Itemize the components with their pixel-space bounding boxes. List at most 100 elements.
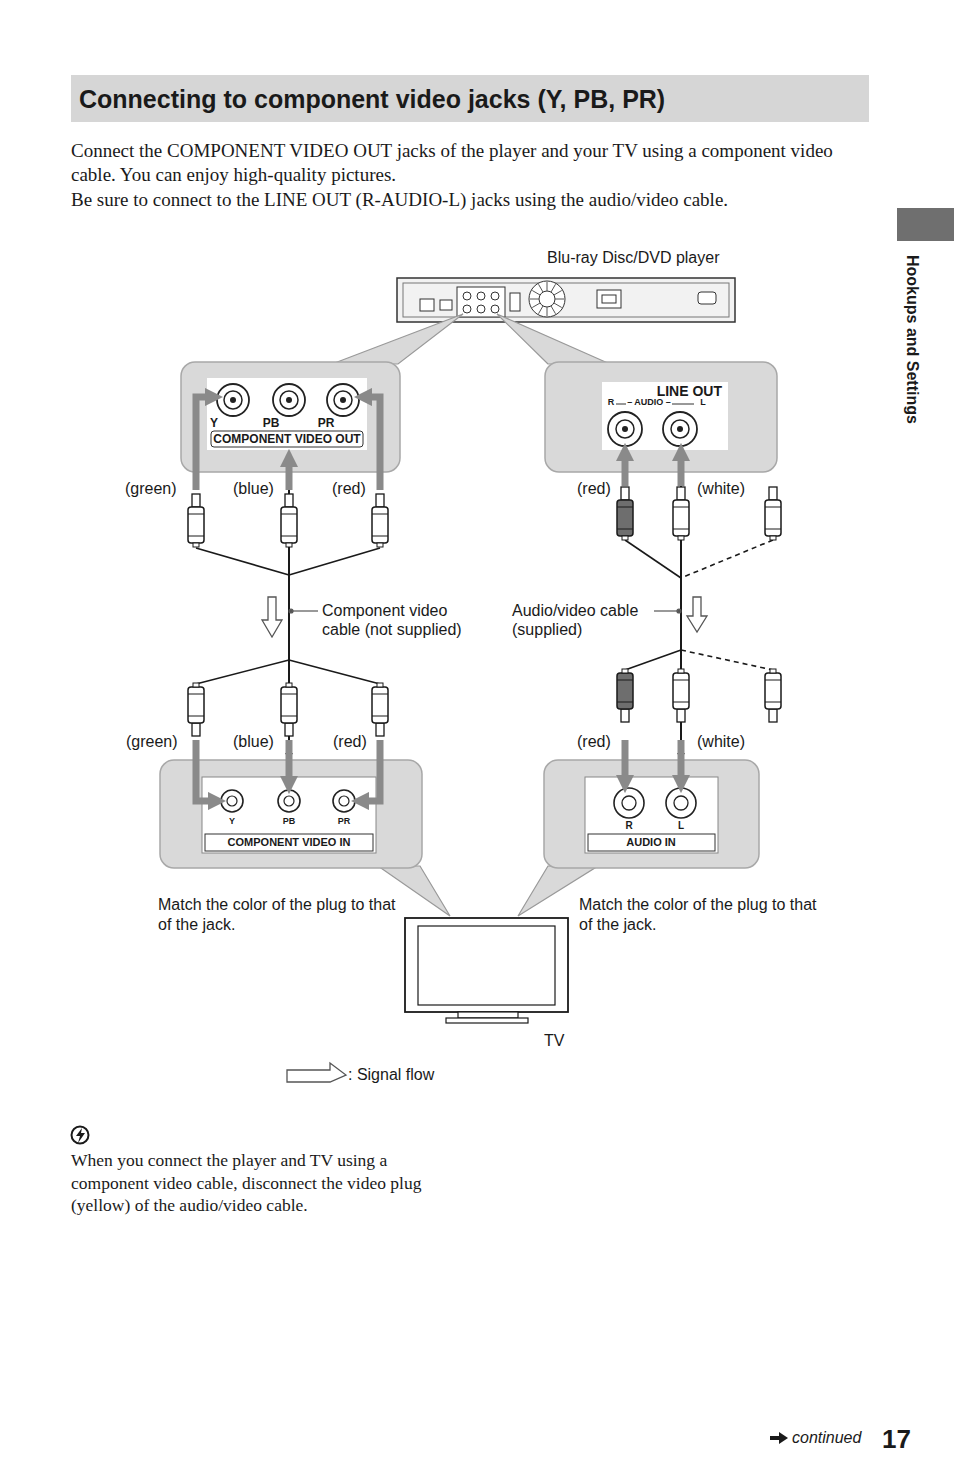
- jack-panel: LINE OUTR– AUDIO –L: [545, 362, 777, 472]
- jack-panels-part: [616, 420, 634, 438]
- plug-arrows-part: [622, 452, 629, 486]
- jack-label: Blu-ray Disc/DVD player: [547, 248, 719, 267]
- player-illustration-part: [457, 287, 505, 317]
- player-illustration-part: [491, 305, 499, 313]
- plug-color: (blue): [233, 732, 274, 751]
- cable-plugs-part: [673, 487, 689, 540]
- player-illustration-part: [403, 283, 729, 317]
- jack-panels-part: [671, 420, 689, 438]
- player-illustration-part: [530, 282, 564, 316]
- continued-note: continued: [792, 1428, 861, 1447]
- jack-label: PR: [338, 816, 351, 827]
- title-band: [71, 75, 869, 122]
- jack-panels-part: [273, 384, 305, 416]
- player-illustration-part: [420, 299, 434, 311]
- jack-panels-part: [602, 382, 728, 450]
- jack-panels-part: [588, 834, 715, 851]
- cable-wires: [196, 540, 773, 684]
- leader-lines-part: [289, 609, 293, 613]
- plug-arrows: [196, 397, 681, 801]
- jack-label: TV: [544, 1031, 564, 1050]
- jack-panels-part: [280, 391, 298, 409]
- signal-flow-arrows-part: [262, 597, 282, 637]
- callout-wedges-part: [497, 314, 610, 364]
- cable-wires-part: [625, 540, 681, 578]
- plug-color: (red): [333, 732, 367, 751]
- jack-panel: YPBPRCOMPONENT VIDEO OUT: [181, 362, 400, 472]
- tv-illustration-part: [418, 926, 555, 1005]
- leader-lines-part: [293, 610, 318, 611]
- cable-wires-part: [625, 650, 681, 670]
- cable-plugs-part: [188, 683, 204, 736]
- jack-label: PR: [318, 416, 335, 430]
- legend-label: : Signal flow: [348, 1065, 434, 1084]
- player-illustration-part: [397, 278, 735, 322]
- player-illustration-part-part: [547, 282, 548, 291]
- tip-icon-part: [72, 1127, 89, 1144]
- jack-panels-part: [616, 404, 626, 405]
- player-illustration-part: [491, 292, 499, 300]
- plug-color: (red): [332, 479, 366, 498]
- jack-panel: R LAUDIO IN: [544, 760, 759, 868]
- plug-arrows-part: [678, 452, 685, 486]
- title-band-part: [71, 75, 869, 122]
- player-illustration-part: [477, 292, 485, 300]
- jack-label: R: [608, 397, 615, 408]
- jack-panels-part: [202, 777, 376, 853]
- side-tab: [897, 208, 954, 241]
- player-illustration-part-part: [554, 303, 562, 308]
- player-illustration-part: [539, 291, 555, 307]
- plug-arrows-part: [196, 397, 214, 490]
- cable-plugs-part: [765, 669, 781, 722]
- body-text: Connect the COMPONENT VIDEO OUT jacks of…: [71, 139, 871, 187]
- continued-arrow-part: [779, 1432, 788, 1444]
- jack-panels-part: [622, 426, 628, 432]
- player-illustration-part-part: [547, 307, 548, 316]
- plug-arrows-part: [363, 397, 380, 490]
- cable-wires-part: [289, 660, 380, 684]
- jack-label: Y: [210, 416, 218, 430]
- callout-bubbles-part: [545, 362, 777, 472]
- instruction-note: Match the color of the plug to that of t…: [158, 895, 398, 935]
- cable-plugs-part: [372, 494, 388, 547]
- plug-arrows-part: [286, 740, 293, 785]
- signal-flow-arrows-part: [287, 1063, 346, 1082]
- jack-panels-part: [227, 796, 237, 806]
- jack-panels-part: [334, 391, 352, 409]
- page-number: 17: [882, 1424, 911, 1455]
- continued-arrow-part: [770, 1436, 780, 1440]
- jack-panels-part: [278, 790, 300, 812]
- jack-label: L: [678, 820, 684, 832]
- panel-label: COMPONENT VIDEO OUT: [213, 432, 360, 446]
- jack-panels-part: [207, 378, 367, 450]
- player-illustration-part-part: [532, 303, 540, 308]
- tip-icon-part: [76, 1128, 85, 1143]
- player-illustration-part: [597, 290, 621, 308]
- plug-color: (blue): [233, 479, 274, 498]
- side-tab-part: [897, 208, 954, 241]
- cable-plugs-part: [617, 487, 633, 540]
- jack-label: R: [625, 820, 632, 832]
- player-box: Blu-ray Disc/DVD player: [397, 278, 735, 322]
- leader-lines-part: [677, 609, 681, 613]
- player-illustration-part-part: [554, 291, 562, 296]
- plug-color: (white): [697, 732, 745, 751]
- callout-bubbles-part: [544, 760, 759, 868]
- jack-panels-part: [339, 796, 349, 806]
- jack-label: PB: [283, 816, 296, 827]
- section-title: Connecting to component video jacks (Y, …: [79, 84, 665, 114]
- tv-illustration-part: [458, 1012, 518, 1018]
- jack-panels-part: [221, 790, 243, 812]
- cable-plugs-part: [281, 494, 297, 547]
- plug-color: (white): [697, 479, 745, 498]
- plug-color: (red): [577, 732, 611, 751]
- cable-plugs-part: [281, 683, 297, 736]
- signal-flow-arrows-part: [687, 597, 707, 632]
- plug-arrows-part: [196, 740, 217, 801]
- cable-wires-part: [196, 660, 289, 684]
- player-illustration-part: [440, 300, 452, 310]
- cable-wires-part: [681, 540, 773, 578]
- jack-panels-part: [608, 412, 642, 446]
- panel-label: AUDIO IN: [626, 836, 676, 849]
- jack-panels-part: [614, 788, 644, 818]
